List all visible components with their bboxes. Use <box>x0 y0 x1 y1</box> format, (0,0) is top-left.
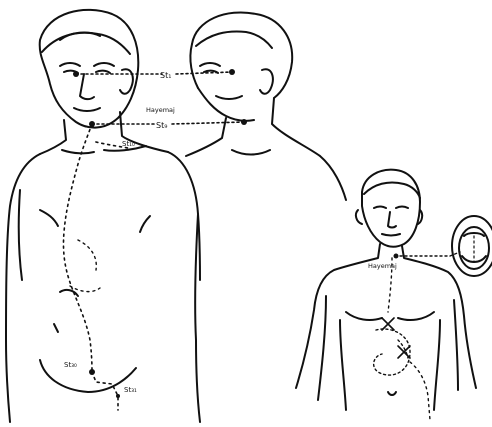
label-st30: St₃₀ <box>64 361 77 369</box>
profile-figure <box>186 12 346 200</box>
st9-point-large <box>89 121 95 127</box>
label-hayemaj-small: Hayemaj <box>368 262 397 270</box>
label-st10: St₁₀ <box>122 140 135 148</box>
st1-point-large <box>73 71 79 77</box>
large-meridian-path <box>63 124 92 372</box>
label-st31: St₃₁ <box>124 386 137 394</box>
hayemaj-small-leader <box>400 252 460 256</box>
st1-point-profile <box>229 69 235 75</box>
st30-point <box>89 369 95 375</box>
mouth-inset <box>452 216 492 276</box>
small-point <box>394 254 399 259</box>
small-front-figure <box>296 170 476 410</box>
label-st9: St₉ <box>156 121 167 130</box>
label-st1: St₁ <box>160 71 171 80</box>
st9-point-profile <box>241 119 247 125</box>
label-hayemaj: Hayemaj <box>146 106 175 114</box>
st31-point <box>116 394 120 398</box>
